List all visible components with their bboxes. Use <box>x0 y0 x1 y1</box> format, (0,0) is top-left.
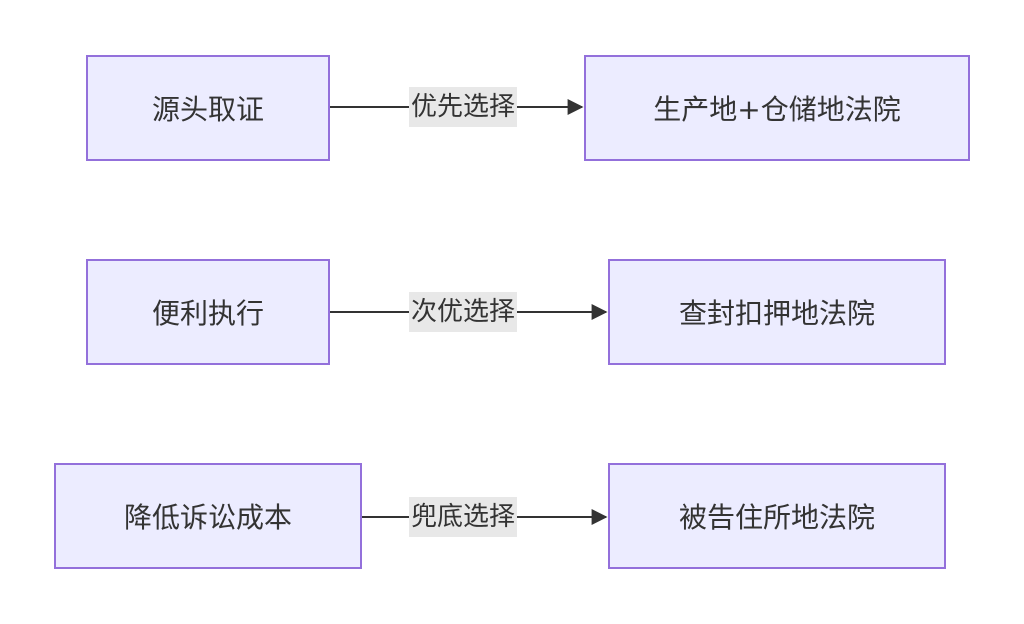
source-node-2[interactable]: 便利执行 <box>86 259 330 365</box>
edge-label-1: 优先选择 <box>409 87 518 127</box>
target-node-1[interactable]: 生产地+仓储地法院 <box>584 55 970 161</box>
target-node-3[interactable]: 被告住所地法院 <box>608 463 946 569</box>
edge-label-3: 兜底选择 <box>409 497 518 537</box>
edge-label-2: 次优选择 <box>409 292 518 332</box>
source-node-3[interactable]: 降低诉讼成本 <box>54 463 362 569</box>
source-node-1[interactable]: 源头取证 <box>86 55 330 161</box>
target-node-2[interactable]: 查封扣押地法院 <box>608 259 946 365</box>
